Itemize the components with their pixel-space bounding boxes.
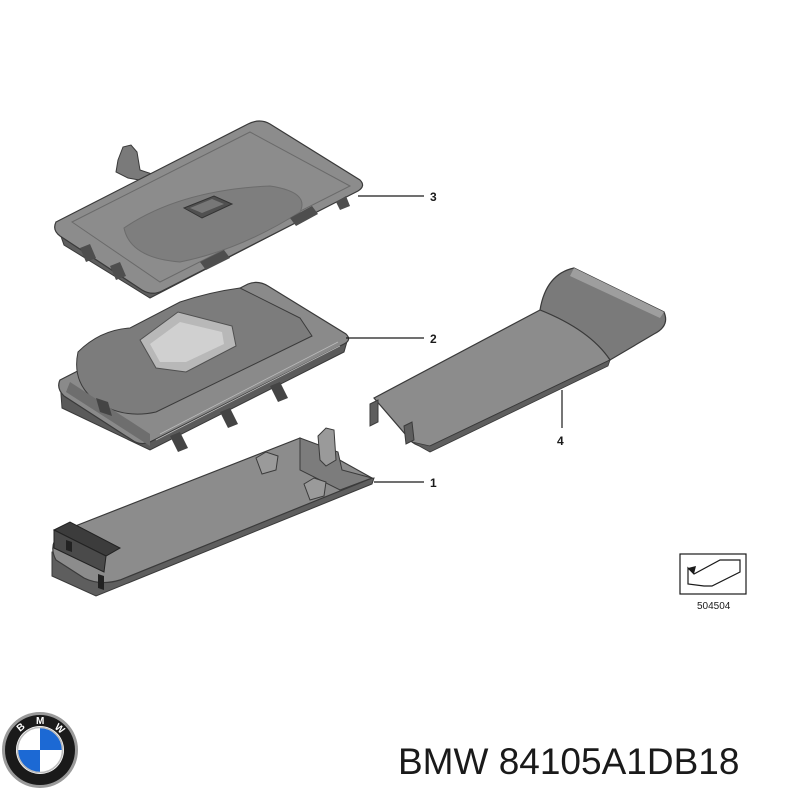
part-4-clip <box>369 399 379 427</box>
footer-part-number: BMW 84105A1DB18 <box>398 741 740 782</box>
reference-symbol: 504504 <box>679 553 747 612</box>
callout-number-3: 3 <box>430 190 437 204</box>
part-4-cover <box>369 267 667 453</box>
logo-letter-m: M <box>36 716 44 727</box>
reference-code: 504504 <box>697 601 731 612</box>
part-2-cradle <box>58 281 350 452</box>
part-3-rim <box>71 131 352 283</box>
part-3-bracket <box>115 144 156 183</box>
part-3-charging-tray <box>54 120 364 299</box>
callout-number-2: 2 <box>430 332 437 346</box>
part-3-pad <box>123 185 303 263</box>
part-1-carrier <box>51 427 375 597</box>
part-1-rear-wall <box>299 437 374 491</box>
part-1-posts <box>317 427 337 467</box>
bmw-roundel-icon: B M W <box>2 712 78 788</box>
callout-number-1: 1 <box>430 476 437 490</box>
callout-number-4: 4 <box>557 434 564 448</box>
callouts: 3 2 1 4 <box>346 190 564 490</box>
